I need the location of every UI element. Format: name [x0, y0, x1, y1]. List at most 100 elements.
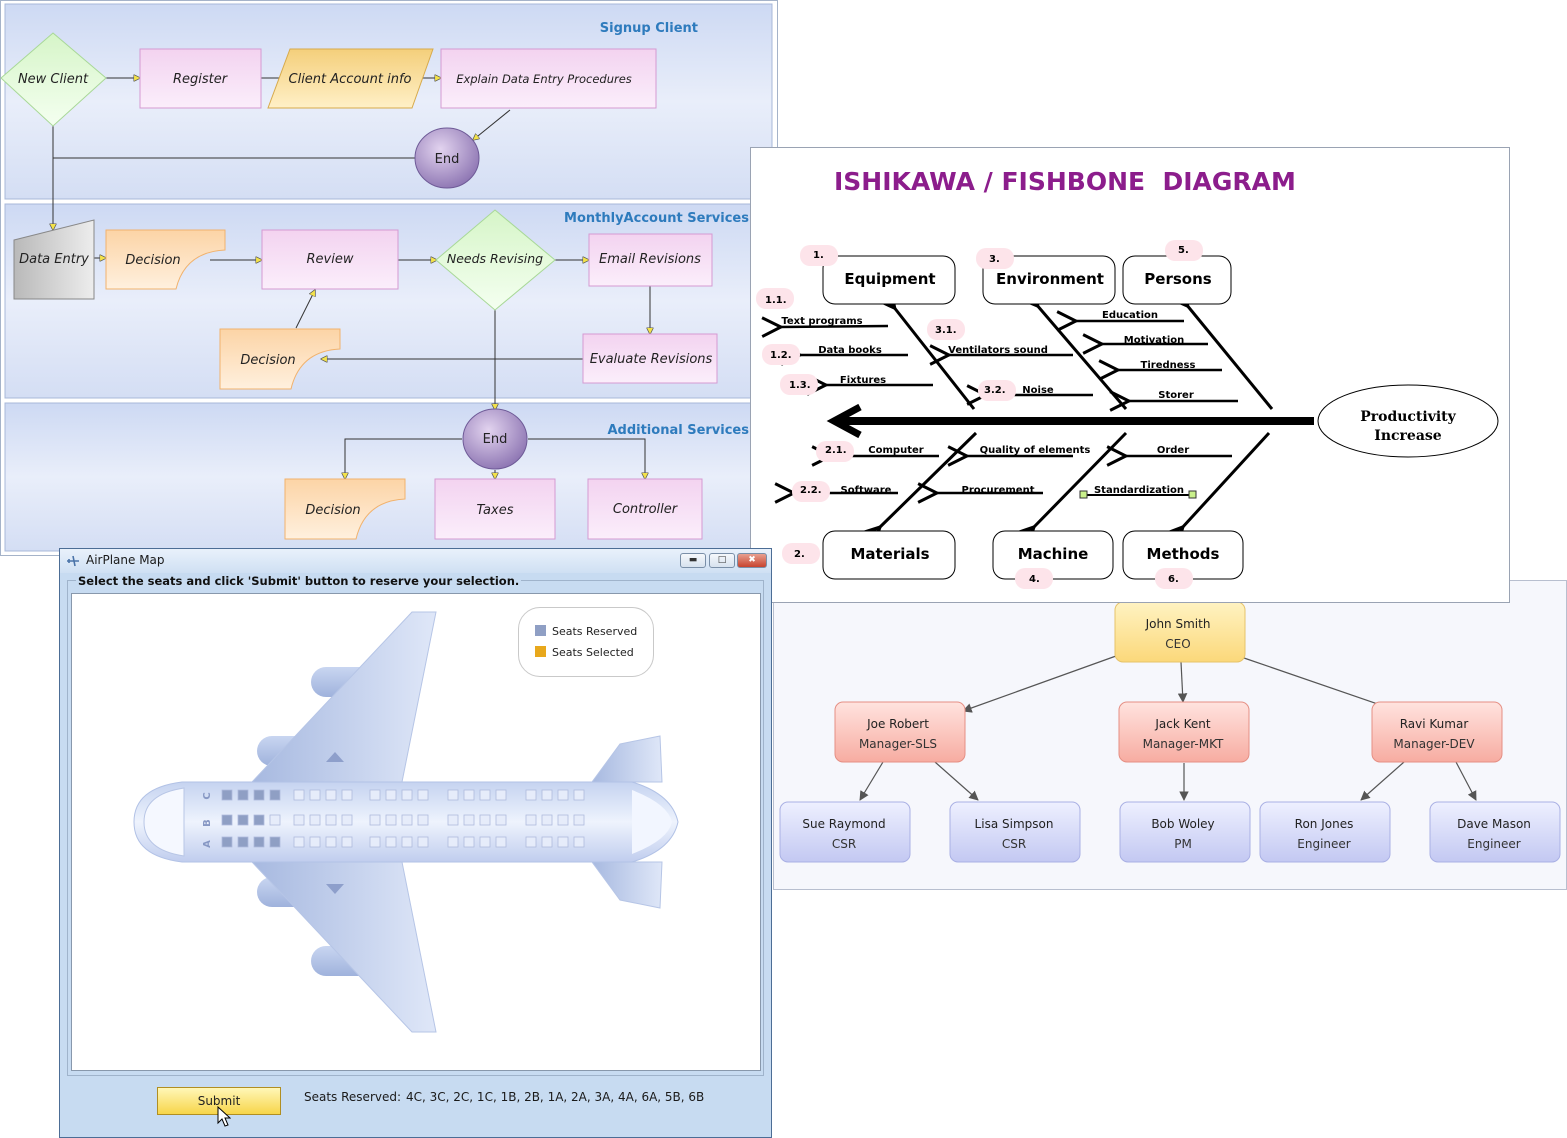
review-box[interactable] — [261, 229, 399, 290]
decision-shape-1[interactable] — [105, 229, 226, 290]
end-circle-1[interactable] — [414, 127, 480, 189]
seat-c-6[interactable] — [309, 789, 321, 801]
seat-b-20[interactable] — [573, 814, 585, 826]
seat-c-13[interactable] — [447, 789, 459, 801]
seat-a-2[interactable] — [237, 836, 249, 848]
seat-a-15[interactable] — [479, 836, 491, 848]
seat-c-16[interactable] — [495, 789, 507, 801]
end-circle-2[interactable] — [462, 408, 528, 470]
register-box[interactable] — [139, 48, 262, 109]
seat-a-4[interactable] — [269, 836, 281, 848]
data-entry-shape[interactable] — [13, 219, 95, 300]
seat-a-11[interactable] — [401, 836, 413, 848]
seat-b-1[interactable] — [221, 814, 233, 826]
org-node-staff[interactable] — [1429, 801, 1561, 863]
decision-shape-3[interactable] — [284, 478, 406, 540]
legend-box: Seats Reserved Seats Selected — [518, 607, 654, 677]
seat-c-8[interactable] — [341, 789, 353, 801]
seat-a-5[interactable] — [293, 836, 305, 848]
seat-a-3[interactable] — [253, 836, 265, 848]
category-number: 5. — [1178, 245, 1189, 256]
new-client-diamond[interactable] — [0, 32, 107, 127]
seat-b-18[interactable] — [541, 814, 553, 826]
category-box-environment[interactable] — [982, 255, 1116, 305]
org-node-ceo[interactable] — [1114, 601, 1246, 663]
org-node-staff[interactable] — [1119, 801, 1251, 863]
seat-b-12[interactable] — [417, 814, 429, 826]
evaluate-revisions-box[interactable] — [582, 333, 718, 384]
seat-b-6[interactable] — [309, 814, 321, 826]
seat-c-5[interactable] — [293, 789, 305, 801]
seat-b-5[interactable] — [293, 814, 305, 826]
seat-c-1[interactable] — [221, 789, 233, 801]
seat-b-10[interactable] — [385, 814, 397, 826]
selection-handle[interactable] — [1079, 490, 1088, 499]
seat-c-14[interactable] — [463, 789, 475, 801]
seat-c-2[interactable] — [237, 789, 249, 801]
seat-a-13[interactable] — [447, 836, 459, 848]
seat-b-8[interactable] — [341, 814, 353, 826]
seat-b-16[interactable] — [495, 814, 507, 826]
seat-b-11[interactable] — [401, 814, 413, 826]
seat-c-7[interactable] — [325, 789, 337, 801]
seat-a-14[interactable] — [463, 836, 475, 848]
org-node-manager-dev[interactable] — [1371, 701, 1503, 763]
explain-procedures-box[interactable] — [440, 48, 657, 109]
seat-c-9[interactable] — [369, 789, 381, 801]
seat-a-9[interactable] — [369, 836, 381, 848]
close-button[interactable]: ✖ — [737, 553, 767, 568]
seat-a-18[interactable] — [541, 836, 553, 848]
seat-c-11[interactable] — [401, 789, 413, 801]
seat-b-15[interactable] — [479, 814, 491, 826]
seat-a-16[interactable] — [495, 836, 507, 848]
controller-box[interactable] — [587, 478, 703, 540]
cause-label: Noise — [1022, 385, 1054, 396]
seat-c-17[interactable] — [525, 789, 537, 801]
seat-a-19[interactable] — [557, 836, 569, 848]
seat-a-17[interactable] — [525, 836, 537, 848]
org-node-manager-sls[interactable] — [834, 701, 966, 763]
category-box-materials[interactable] — [822, 530, 956, 580]
seat-a-7[interactable] — [325, 836, 337, 848]
seat-c-20[interactable] — [573, 789, 585, 801]
decision-shape-2[interactable] — [219, 328, 341, 390]
selection-handle[interactable] — [1188, 490, 1197, 499]
seat-b-9[interactable] — [369, 814, 381, 826]
seat-c-19[interactable] — [557, 789, 569, 801]
seat-c-4[interactable] — [269, 789, 281, 801]
category-box-equipment[interactable] — [822, 255, 956, 305]
manager-name: Joe Robert — [866, 717, 929, 731]
seat-b-7[interactable] — [325, 814, 337, 826]
taxes-box[interactable] — [434, 478, 556, 540]
seat-c-12[interactable] — [417, 789, 429, 801]
needs-revising-diamond[interactable] — [435, 209, 556, 311]
seat-b-3[interactable] — [253, 814, 265, 826]
seat-b-14[interactable] — [463, 814, 475, 826]
seat-a-1[interactable] — [221, 836, 233, 848]
seat-c-15[interactable] — [479, 789, 491, 801]
minimize-button[interactable]: ▬ — [680, 553, 706, 568]
seat-a-12[interactable] — [417, 836, 429, 848]
window-titlebar[interactable]: AirPlane Map ▬ □ ✖ — [60, 549, 771, 573]
client-account-info-parallelogram[interactable] — [267, 48, 434, 109]
seat-c-3[interactable] — [253, 789, 265, 801]
seat-a-6[interactable] — [309, 836, 321, 848]
org-node-staff[interactable] — [1259, 801, 1391, 863]
seat-a-20[interactable] — [573, 836, 585, 848]
seat-b-2[interactable] — [237, 814, 249, 826]
maximize-button[interactable]: □ — [709, 553, 735, 568]
seat-c-10[interactable] — [385, 789, 397, 801]
org-node-manager-mkt[interactable] — [1118, 701, 1250, 763]
org-node-staff[interactable] — [949, 801, 1081, 863]
seat-b-4[interactable] — [269, 814, 281, 826]
number-badge — [792, 481, 830, 502]
email-revisions-box[interactable] — [588, 233, 713, 287]
seat-b-19[interactable] — [557, 814, 569, 826]
seat-b-17[interactable] — [525, 814, 537, 826]
seat-b-13[interactable] — [447, 814, 459, 826]
data-entry-label: Data Entry — [19, 252, 89, 267]
org-node-staff[interactable] — [779, 801, 911, 863]
seat-c-18[interactable] — [541, 789, 553, 801]
seat-a-8[interactable] — [341, 836, 353, 848]
seat-a-10[interactable] — [385, 836, 397, 848]
